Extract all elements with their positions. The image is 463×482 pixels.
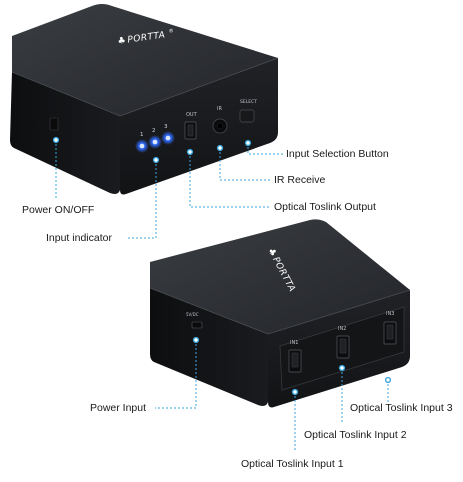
leader-dot-input-indicator [152,156,160,164]
power-input-port [191,321,203,329]
callout-ir-receive: IR Receive [274,174,326,186]
input-label-1: IN1 [290,340,298,346]
optical-input-port-3 [383,321,397,345]
ir-receiver-jack [212,118,228,134]
top-device-top-face [12,4,278,116]
led-indicator-3 [165,135,171,141]
indicator-number-3: 3 [164,124,168,130]
leader-dots [52,136,392,396]
leader-ir-receive [219,148,270,181]
callout-input-indicator: Input indicator [46,232,112,244]
leader-optical-output [189,152,270,208]
callout-power-input: Power Input [90,402,147,414]
input-selection-button[interactable] [239,109,255,123]
bottom-device-top-face [150,219,410,334]
led-indicator-1 [139,143,145,149]
leader-dot-input-2 [338,364,346,372]
top-device: ♣ PORTTA ® 1 2 3 OUT IR [10,4,279,195]
top-device-front-face [120,58,278,195]
leader-dot-power-input [192,336,200,344]
leader-dot-optical-output [186,148,194,156]
callout-optical-toslink-input-1: Optical Toslink Input 1 [241,458,344,470]
callout-optical-toslink-output: Optical Toslink Output [274,201,376,213]
input-label-3: IN3 [386,311,394,317]
bottom-device-left-side [150,288,268,406]
optical-input-port-1 [288,349,302,373]
leader-dot-power-switch [52,136,60,144]
ir-port-label: IR [217,106,222,112]
input-indicator-group: 1 2 3 [135,124,175,153]
callout-input-selection-button: Input Selection Button [286,148,389,160]
top-device-left-side [10,72,120,194]
leader-dot-select-button [244,139,252,147]
top-device-edge-highlight [11,57,279,117]
top-brand-trademark: ® [168,27,174,35]
bottom-device: ♣ PORTTA 5V/DC IN1 IN2 IN3 [149,219,411,408]
bottom-device-edge-highlight [149,287,411,335]
leader-input-indicator [126,160,157,239]
leader-power-input [155,340,197,409]
leader-dot-input-1 [291,388,299,396]
optical-output-port [184,121,197,140]
leader-dot-ir-receive [216,144,224,152]
power-switch[interactable] [49,117,59,131]
select-button-label: SELECT [240,99,257,105]
indicator-number-1: 1 [140,132,144,138]
bottom-brand-mark-icon: ♣ [265,247,278,259]
led-indicator-2 [152,139,158,145]
optical-input-port-2 [336,335,350,359]
power-port-label: 5V/DC [186,312,199,317]
input-label-2: IN2 [338,326,346,332]
callout-optical-toslink-input-2: Optical Toslink Input 2 [304,429,407,441]
leader-lines [55,140,389,452]
callout-optical-toslink-input-3: Optical Toslink Input 3 [350,402,453,414]
callout-power-on-off: Power ON/OFF [22,204,95,216]
top-brand-mark-icon: ♣ [117,36,126,47]
leader-dot-input-3 [384,376,392,384]
out-port-label: OUT [186,112,198,118]
indicator-number-2: 2 [152,128,156,134]
